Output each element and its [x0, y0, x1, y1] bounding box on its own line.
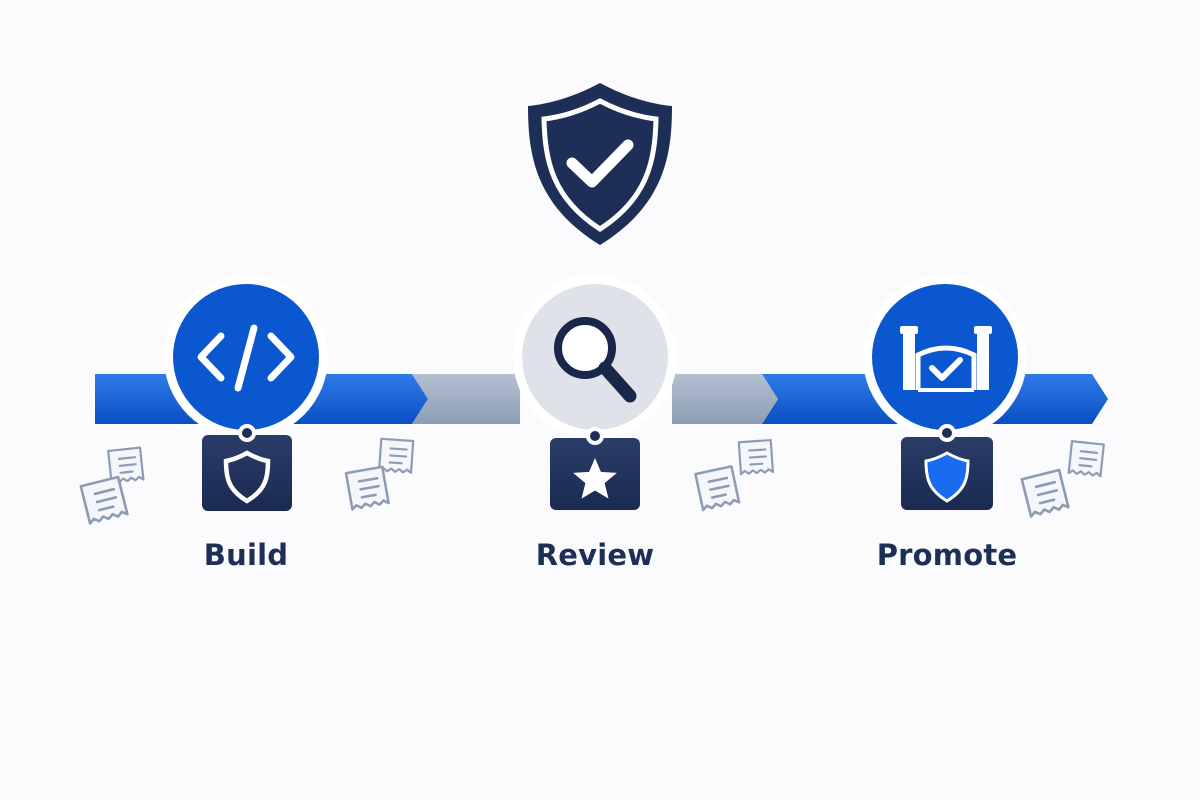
- shield-solid-icon: [924, 451, 970, 503]
- magnifier-icon: [554, 317, 637, 403]
- build-tag: [202, 435, 292, 511]
- document-icon: [344, 465, 390, 511]
- shield-check-icon: [528, 83, 672, 245]
- document-icon: [1020, 468, 1070, 518]
- star-icon: [573, 458, 617, 499]
- document-icon: [1067, 440, 1105, 478]
- stage-label-build: Build: [203, 538, 289, 572]
- bar-segment-review-promote: [672, 374, 778, 424]
- gate-checkmark-icon: [900, 326, 992, 392]
- document-icon: [377, 437, 415, 475]
- stage-label-promote: Promote: [876, 538, 1018, 572]
- document-icon: [79, 475, 129, 525]
- document-icon: [737, 438, 775, 476]
- stage-review: [513, 275, 677, 510]
- stage-build: [164, 275, 328, 511]
- stage-label-review: Review: [535, 538, 655, 572]
- code-icon: [197, 324, 295, 392]
- shield-outline-icon: [223, 450, 271, 504]
- bar-segment-build-review: [412, 374, 520, 424]
- stage-promote: [863, 275, 1027, 510]
- document-icon: [694, 465, 741, 512]
